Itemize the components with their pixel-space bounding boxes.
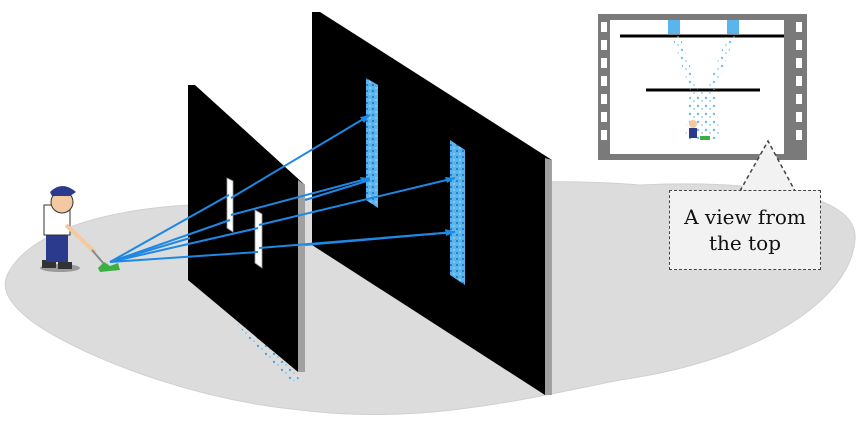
detector-screen <box>312 12 552 395</box>
ball-trajectories <box>109 114 456 263</box>
golfer-figure <box>40 186 120 272</box>
top-view-inset <box>598 14 807 160</box>
slit-upper <box>226 177 234 233</box>
hit-stripe-upper <box>366 78 378 208</box>
top-view-callout: A view from the top <box>669 190 821 270</box>
slit-barrier <box>188 85 305 372</box>
callout-line-2: the top <box>709 231 781 255</box>
hit-stripe-lower <box>450 140 465 285</box>
film-perforations <box>601 22 802 140</box>
callout-pointer <box>739 139 796 192</box>
slit-lower <box>254 209 263 269</box>
callout-line-1: A view from <box>684 205 806 229</box>
